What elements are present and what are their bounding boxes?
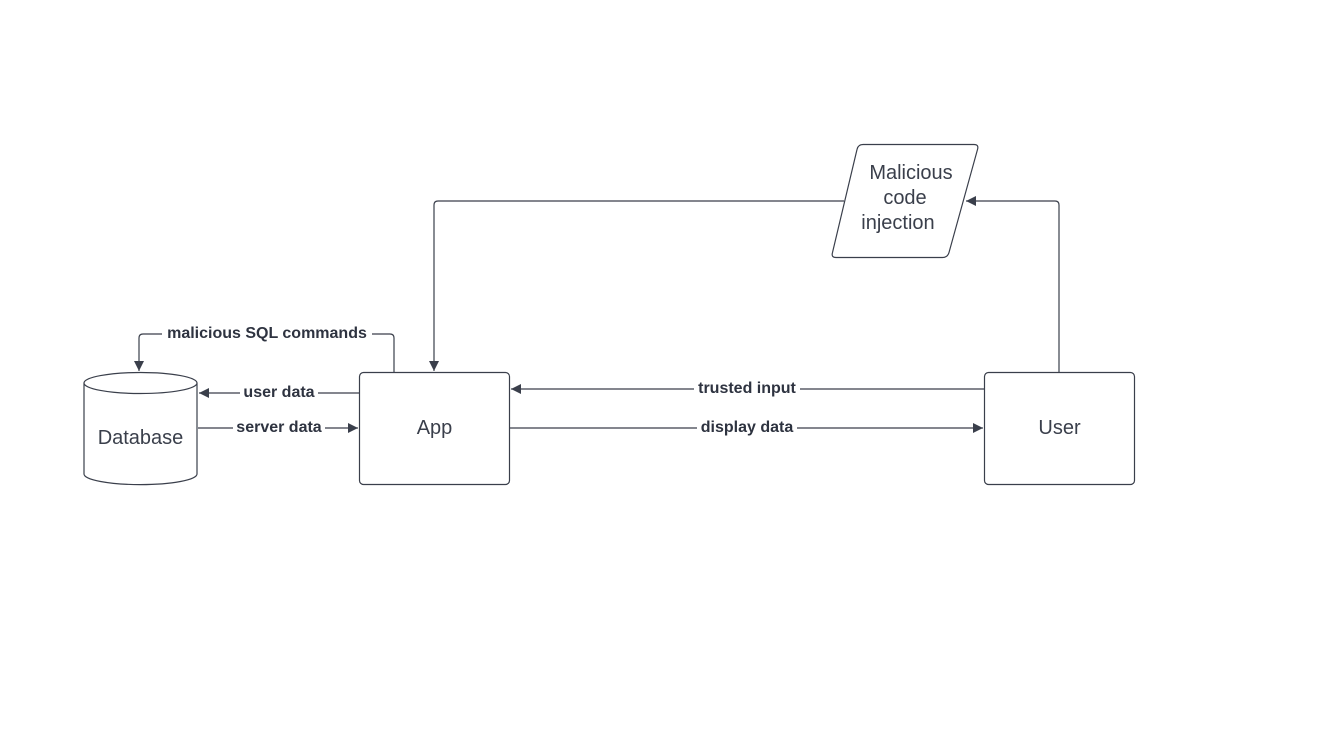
edge-malicious-sql-commands: malicious SQL commands	[134, 322, 395, 372]
edge-label-server-data: server data	[236, 419, 321, 436]
app-node[interactable]: App	[358, 371, 511, 486]
user-node[interactable]: User	[983, 371, 1136, 486]
edge-display-data: display data	[510, 416, 983, 438]
edge-label-malicious-sql-commands: malicious SQL commands	[167, 325, 367, 342]
user-label: User	[1038, 417, 1081, 439]
edge-user-data: user data	[199, 381, 359, 403]
injection-label-line-2: code	[883, 187, 926, 209]
database-label: Database	[98, 427, 184, 449]
database-node[interactable]: Database	[83, 371, 198, 486]
edge-server-data: server data	[198, 416, 358, 438]
injection-label-line-1: Malicious	[869, 162, 952, 184]
edge-label-trusted-input: trusted input	[698, 380, 796, 397]
edge-user-to-injection	[966, 196, 1060, 372]
injection-label-line-3: injection	[861, 212, 934, 234]
edge-injection-to-app	[429, 200, 844, 371]
edge-label-display-data: display data	[701, 419, 794, 436]
edge-label-user-data: user data	[243, 384, 314, 401]
app-label: App	[417, 417, 453, 439]
edge-trusted-input: trusted input	[511, 377, 984, 399]
malicious-code-injection-node[interactable]: Malicious code injection	[831, 143, 979, 259]
